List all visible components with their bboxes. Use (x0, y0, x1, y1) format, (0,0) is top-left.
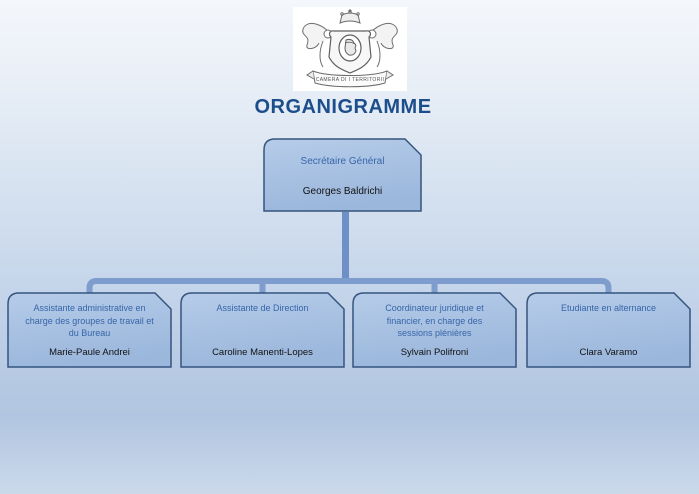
org-node-box (263, 138, 422, 212)
org-node-etudiante-alternance: Etudiante en alternance Clara Varamo (526, 292, 691, 368)
crest-banner-text: CAMERA DI I TERRITORII (316, 77, 385, 83)
crest-logo-image: CAMERA DI I TERRITORII (293, 7, 407, 91)
crest-banner: CAMERA DI I TERRITORII (306, 70, 394, 88)
org-node-box (180, 292, 345, 368)
role-title: Coordinateur juridique et financier, en … (385, 303, 484, 339)
crest-wings-icon (302, 22, 398, 68)
org-node-coordinateur-juridique: Coordinateur juridique et financier, en … (352, 292, 517, 368)
crest-crown-icon (339, 9, 361, 24)
person-name: Clara Varamo (579, 347, 638, 358)
person-name: Sylvain Polifroni (400, 347, 469, 358)
org-node-box (7, 292, 172, 368)
org-node-assistante-direction: Assistante de Direction Caroline Manenti… (180, 292, 345, 368)
person-name: Caroline Manenti-Lopes (212, 347, 313, 358)
role-title: Etudiante en alternance (560, 303, 657, 313)
role-title: Assistante de Direction (216, 303, 309, 313)
org-node-box (526, 292, 691, 368)
person-name: Marie-Paule Andrei (49, 347, 130, 358)
crest-logo: CAMERA DI I TERRITORII (293, 7, 407, 91)
person-name: Georges Baldrichi (302, 186, 383, 197)
role-title: Secrétaire Général (300, 156, 385, 167)
org-node-assistante-administrative: Assistante administrative en charge des … (7, 292, 172, 368)
role-title: Assistante administrative en charge des … (25, 303, 154, 339)
crest-shield-icon (328, 30, 372, 74)
page-title: ORGANIGRAMME (254, 96, 432, 118)
org-node-box (352, 292, 517, 368)
org-node-secretaire-general: Secrétaire Général Georges Baldrichi (263, 138, 422, 212)
